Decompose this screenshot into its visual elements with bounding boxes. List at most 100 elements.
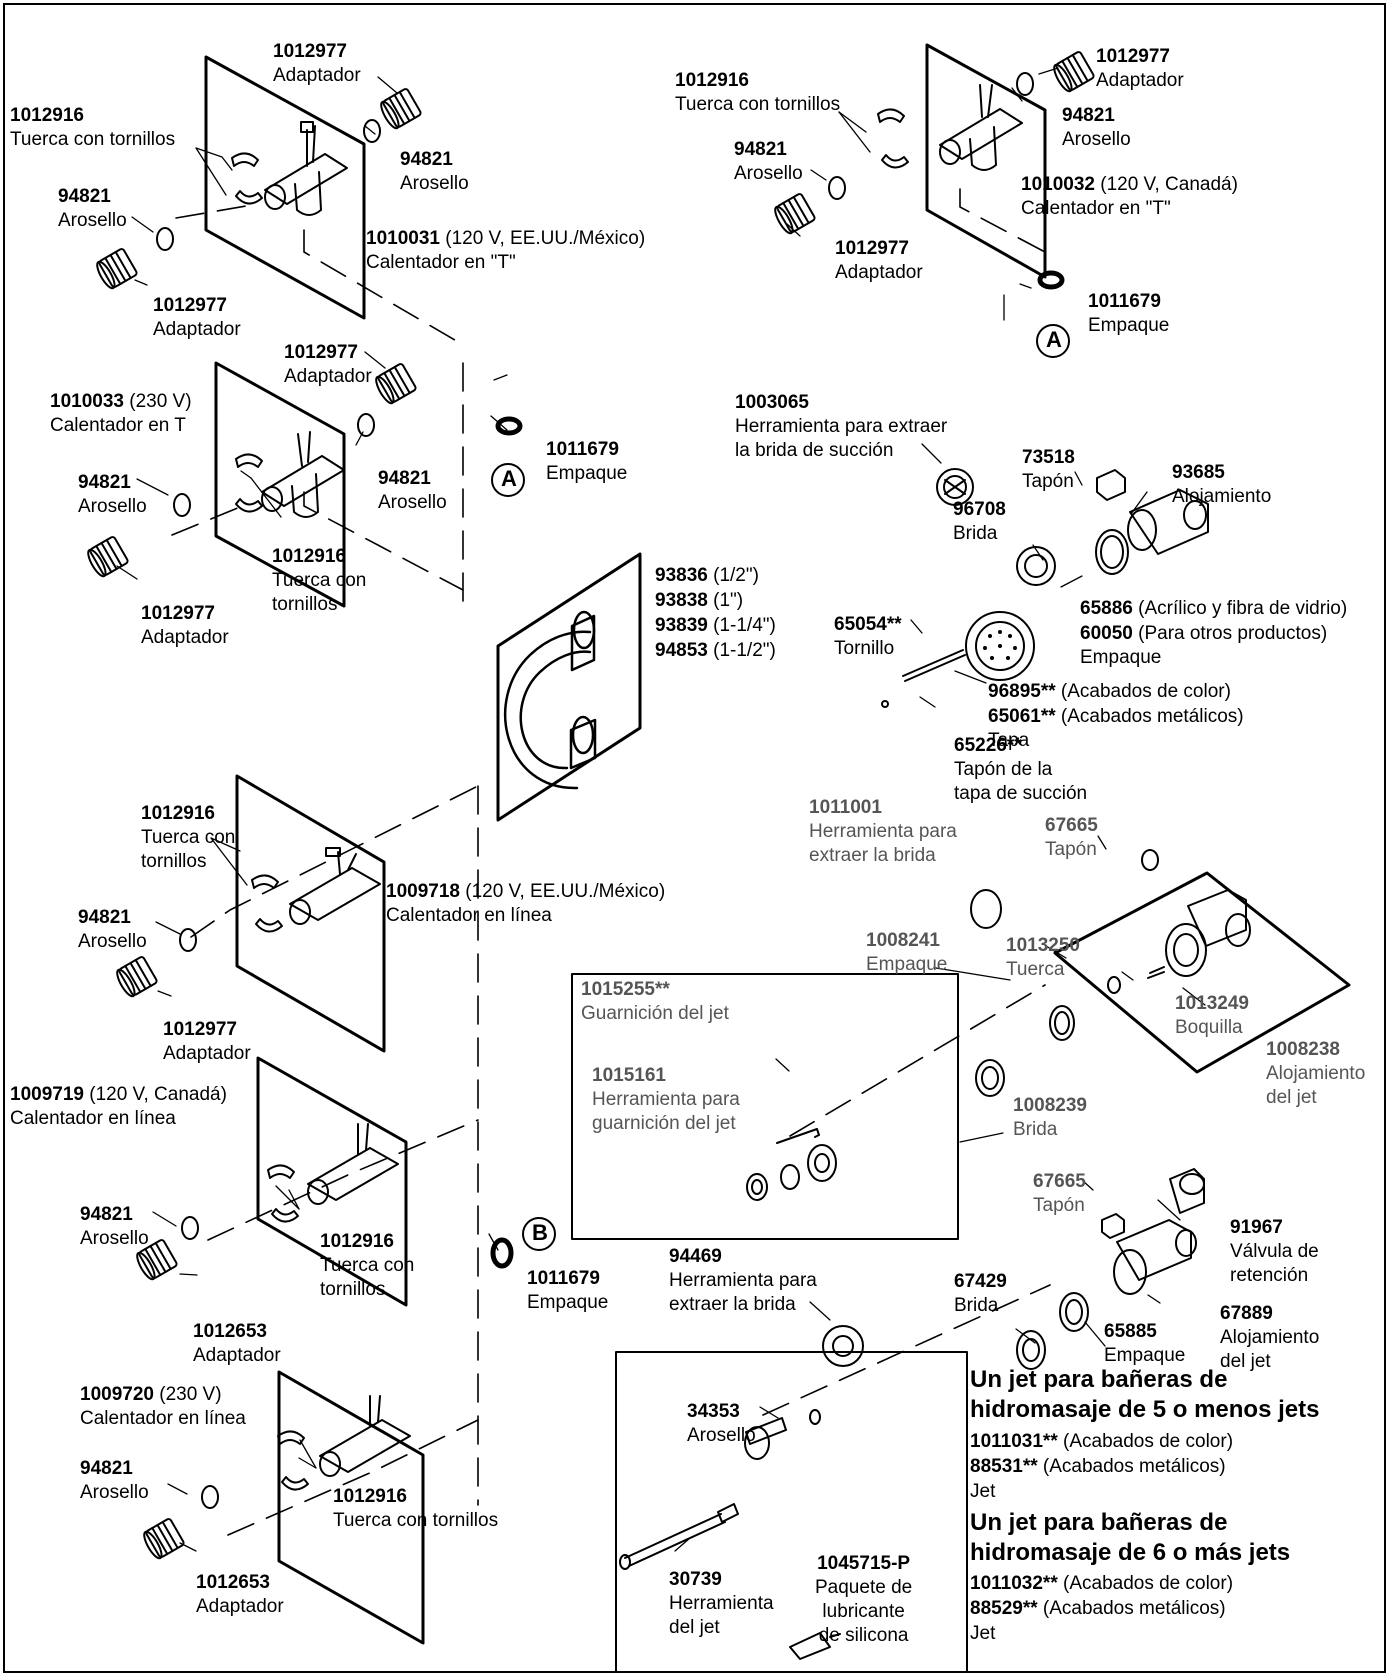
nut-clips bbox=[231, 108, 909, 1491]
part-number: 94821 bbox=[1062, 105, 1115, 126]
part-number: 67665 bbox=[1033, 1171, 1086, 1192]
part-number: 94821 bbox=[80, 1204, 133, 1225]
part-description: tornillos bbox=[320, 1279, 386, 1300]
part-description: lubricante bbox=[822, 1601, 905, 1622]
part-description: Tuerca con bbox=[141, 827, 236, 848]
part-description: Alojamiento bbox=[1172, 486, 1272, 507]
jet-section-1-footer: Jet bbox=[970, 1481, 996, 1502]
jet-section-2-heading-line1: Un jet para bañeras de bbox=[970, 1509, 1228, 1536]
part-description: Tuerca con tornillos bbox=[675, 94, 841, 115]
jet-housing-parts bbox=[970, 849, 1251, 1097]
part-number: 94821 bbox=[80, 1458, 133, 1479]
part-spec: (Acrílico y fibra de vidrio) bbox=[1132, 598, 1348, 619]
part-description: Herramienta para bbox=[669, 1270, 817, 1291]
part-number: 65054** bbox=[834, 614, 902, 635]
part-spec: (1/2") bbox=[707, 565, 759, 586]
callout-33: 94853 (1-1/2") bbox=[655, 639, 776, 663]
part-description: tornillos bbox=[141, 851, 207, 872]
assembly-lines bbox=[171, 188, 1051, 1536]
part-description: Arosello bbox=[80, 1482, 149, 1503]
part-number: 1012977 bbox=[835, 238, 909, 259]
part-description: Adaptador bbox=[835, 262, 923, 283]
part-description: Alojamiento bbox=[1220, 1327, 1320, 1348]
part-number: 1012916 bbox=[141, 803, 215, 824]
part-number: 1010031 bbox=[366, 228, 440, 249]
part-description: Adaptador bbox=[273, 65, 361, 86]
callout-7: 1010033 (230 V)Calentador en T bbox=[50, 390, 192, 438]
part-spec: (Para otros productos) bbox=[1132, 623, 1328, 644]
part-number: 94821 bbox=[78, 472, 131, 493]
part-description: Adaptador bbox=[284, 366, 372, 387]
part-description: Adaptador bbox=[141, 627, 229, 648]
part-number: 1012916 bbox=[333, 1486, 407, 1507]
part-description: del jet bbox=[1266, 1087, 1317, 1108]
o-rings bbox=[156, 72, 1034, 1509]
part-description: Calentador en T bbox=[50, 415, 186, 436]
part-number: 1011001 bbox=[809, 797, 882, 818]
part-description: Boquilla bbox=[1175, 1017, 1243, 1038]
part-description: Empaque bbox=[866, 954, 948, 975]
jet-section-2-item-1: 1011032** (Acabados de color) bbox=[970, 1573, 1234, 1594]
part-description: Tornillo bbox=[834, 638, 895, 659]
part-spec: (1-1/4") bbox=[707, 615, 776, 636]
part-number: 1009718 bbox=[386, 881, 460, 902]
callout-4: 1010031 (120 V, EE.UU./México)Calentador… bbox=[366, 227, 645, 275]
part-description: extraer la brida bbox=[669, 1294, 796, 1315]
suction-fitting-parts bbox=[881, 468, 1209, 708]
part-number: 1003065 bbox=[735, 392, 809, 413]
jet-trim-box bbox=[571, 973, 959, 1240]
part-number: 94821 bbox=[734, 139, 787, 160]
hose bbox=[503, 610, 597, 790]
part-description: tornillos bbox=[272, 594, 338, 615]
part-number: 1013249 bbox=[1175, 993, 1249, 1014]
part-number: 1012653 bbox=[196, 1572, 270, 1593]
part-number: 1008239 bbox=[1013, 1095, 1087, 1116]
part-number: 94821 bbox=[78, 907, 131, 928]
part-description: Adaptador bbox=[1096, 70, 1184, 91]
part-description: Empaque bbox=[1104, 1345, 1186, 1366]
part-description: Herramienta bbox=[669, 1593, 774, 1614]
part-number: 1011679 bbox=[1088, 291, 1161, 312]
part-description: Adaptador bbox=[196, 1596, 284, 1617]
part-spec: (120 V, EE.UU./México) bbox=[439, 228, 646, 249]
part-description: Paquete de bbox=[815, 1577, 913, 1598]
part-number: 1015161 bbox=[592, 1065, 666, 1086]
part-number: 65885 bbox=[1104, 1321, 1157, 1342]
part-number: 65226** bbox=[954, 735, 1022, 756]
part-description: Arosello bbox=[734, 163, 803, 184]
part-number: 1012977 bbox=[141, 603, 215, 624]
part-number: 1015255** bbox=[581, 979, 670, 1000]
part-description: Brida bbox=[954, 1295, 999, 1316]
part-description: Herramienta para bbox=[592, 1089, 740, 1110]
part-spec: (Acabados metálicos) bbox=[1055, 706, 1244, 727]
part-number: 1012977 bbox=[153, 295, 227, 316]
part-description: del jet bbox=[1220, 1351, 1271, 1372]
part-number: 1012653 bbox=[193, 1321, 267, 1342]
part-spec: (230 V) bbox=[153, 1384, 222, 1405]
part-description: Guarnición del jet bbox=[581, 1003, 729, 1024]
part-number: 60050 bbox=[1080, 623, 1133, 644]
callout-17: 1010032 (120 V, Canadá)Calentador en "T" bbox=[1021, 173, 1238, 221]
jet-trim-parts bbox=[746, 1128, 837, 1201]
part-number: 1009719 bbox=[10, 1084, 84, 1105]
jet-section-1-item-2: 88531** (Acabados metálicos) bbox=[970, 1456, 1226, 1477]
callout-28: 65061** (Acabados metálicos)Tapa bbox=[988, 705, 1244, 753]
part-number: 67665 bbox=[1045, 815, 1098, 836]
callout-32: 93839 (1-1/4") bbox=[655, 614, 776, 638]
